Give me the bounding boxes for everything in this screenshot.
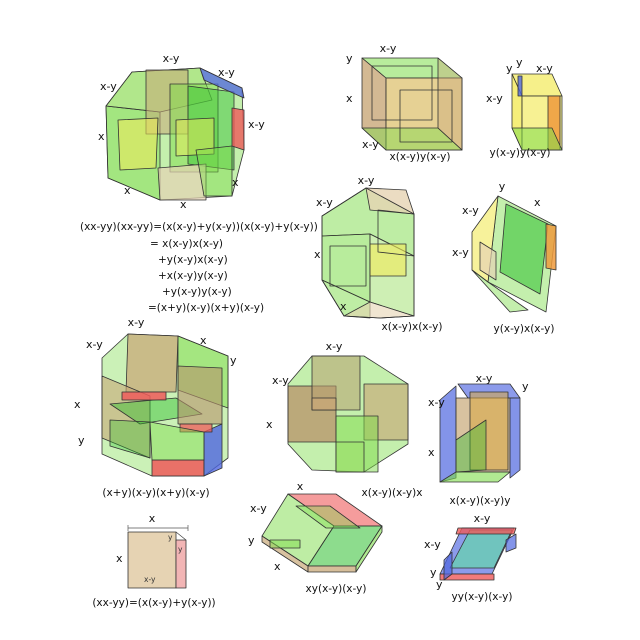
flat-box-yy: x-y x-y y y yy(x-y)(x-y): [424, 512, 517, 603]
flat1-caption: xy(x-y)(x-y): [306, 583, 367, 595]
big-cube-label-y-left: y: [78, 434, 85, 447]
big-cube-label-right-top: x: [200, 334, 207, 347]
square-caption: (xx-yy)=(x(x-y)+y(x-y)): [92, 597, 215, 609]
box1-caption: x(x-y)y(x-y): [390, 151, 451, 163]
box2-label-top-right: x-y: [536, 62, 553, 75]
cube-x-xy-xy-x: x-y x-y x x(x-y)(x-y)x: [266, 340, 422, 499]
box2-caption: y(x-y)y(x-y): [490, 147, 551, 159]
cube-x-xy-x-xy: x-y x-y x x x(x-y)x(x-y): [314, 174, 442, 333]
main-overlapping-cubes: x-y x-y x-y x-y x x x x: [98, 52, 265, 211]
flat1-label-left-top: x-y: [250, 502, 267, 515]
box2-label-left: x-y: [486, 92, 503, 105]
cube2-label-left-top: x-y: [462, 204, 479, 217]
cube3-label-left-top: x-y: [272, 374, 289, 387]
main-label-top: x-y: [163, 52, 180, 65]
flat2-label-y-bottom: y: [436, 578, 443, 591]
box2-label-y-top: y: [516, 56, 523, 69]
cube-y-xy-x-xy: y x-y x x-y y(x-y)x(x-y): [452, 180, 557, 335]
cube3-label-left: x: [266, 418, 273, 431]
equation-line-4: +x(x-y)y(x-y): [158, 270, 228, 282]
box3-label-y-right: y: [522, 380, 529, 393]
cube1-caption: x(x-y)x(x-y): [382, 321, 443, 333]
square-label-strip-y: y: [178, 545, 183, 554]
square-label-top-x: x: [149, 512, 156, 525]
flat1-label-bottom-x: x: [274, 560, 281, 573]
equation-line-5: +y(x-y)y(x-y): [162, 286, 232, 298]
cube1-label-bottom: x: [340, 300, 347, 313]
main-label-bottom-left: x: [124, 184, 131, 197]
main-label-right: x-y: [248, 118, 265, 131]
square-diagram: x x y y x-y (xx-yy)=(x(x-y)+y(x-y)): [92, 512, 215, 609]
equation-block: (xx-yy)(xx-yy)=(x(x-y)+y(x-y))(x(x-y)+y(…: [80, 221, 318, 314]
box1-label-y: y: [346, 52, 353, 65]
flat2-label-y-left: y: [430, 566, 437, 579]
flat1-label-top: x: [297, 480, 304, 493]
box-y-xy-y-xy: y y x-y x-y y(x-y)y(x-y): [486, 56, 563, 159]
box-x-xy-y-xy: x-y y x x-y x(x-y)y(x-y): [346, 42, 463, 163]
cube2-caption: y(x-y)x(x-y): [494, 323, 555, 335]
big-cube-label-x-left: x: [74, 398, 81, 411]
box1-label-bottom: x-y: [362, 138, 379, 151]
flat2-label-left: x-y: [424, 538, 441, 551]
box-x-xy-xy-y: x-y x-y y x x(x-y)(x-y)y: [428, 372, 529, 507]
box1-label-x: x: [346, 92, 353, 105]
cube1-label-top: x-y: [358, 174, 375, 187]
box2-label-y-left: y: [506, 62, 513, 75]
main-label-left-top: x-y: [100, 80, 117, 93]
box3-caption: x(x-y)(x-y)y: [450, 495, 511, 507]
cube3-label-top: x-y: [326, 340, 343, 353]
big-cube-label-left-top: x-y: [86, 338, 103, 351]
box1-label-top: x-y: [380, 42, 397, 55]
box3-label-top: x-y: [476, 372, 493, 385]
main-label-bottom: x: [180, 198, 187, 211]
cube2-label-y-top: y: [499, 180, 506, 193]
flat2-label-top: x-y: [474, 512, 491, 525]
square-label-left-x: x: [116, 552, 123, 565]
big-cube-label-y-right: y: [230, 354, 237, 367]
square-label-inner-xy: x-y: [144, 575, 156, 584]
equation-line-1: (xx-yy)(xx-yy)=(x(x-y)+y(x-y))(x(x-y)+y(…: [80, 221, 318, 233]
flat2-caption: yy(x-y)(x-y): [452, 591, 513, 603]
cube2-label-right-top: x: [534, 196, 541, 209]
equation-line-6: =(x+y)(x-y)(x+y)(x-y): [148, 302, 264, 314]
box3-label-x-left: x: [428, 446, 435, 459]
equation-line-2: = x(x-y)x(x-y): [150, 238, 223, 250]
equation-line-3: +y(x-y)x(x-y): [158, 254, 228, 266]
main-label-left: x: [98, 130, 105, 143]
square-label-inner-y: y: [168, 533, 173, 542]
flat1-label-y: y: [248, 534, 255, 547]
big-cube-caption: (x+y)(x-y)(x+y)(x-y): [102, 487, 209, 499]
cube1-label-left: x: [314, 248, 321, 261]
cube2-label-left: x-y: [452, 246, 469, 259]
cube3-caption: x(x-y)(x-y)x: [362, 487, 423, 499]
cube1-label-left-top: x-y: [316, 196, 333, 209]
big-cube-label-top: x-y: [128, 316, 145, 329]
main-label-top-right: x-y: [218, 66, 235, 79]
flat-box-xy: x x-y y x xy(x-y)(x-y): [248, 480, 383, 595]
big-cube: x-y x-y x y x y (x+y)(x-y)(x+y)(x-y): [74, 316, 237, 499]
box3-label-left-top: x-y: [428, 396, 445, 409]
main-label-right-bottom: x: [232, 176, 239, 189]
